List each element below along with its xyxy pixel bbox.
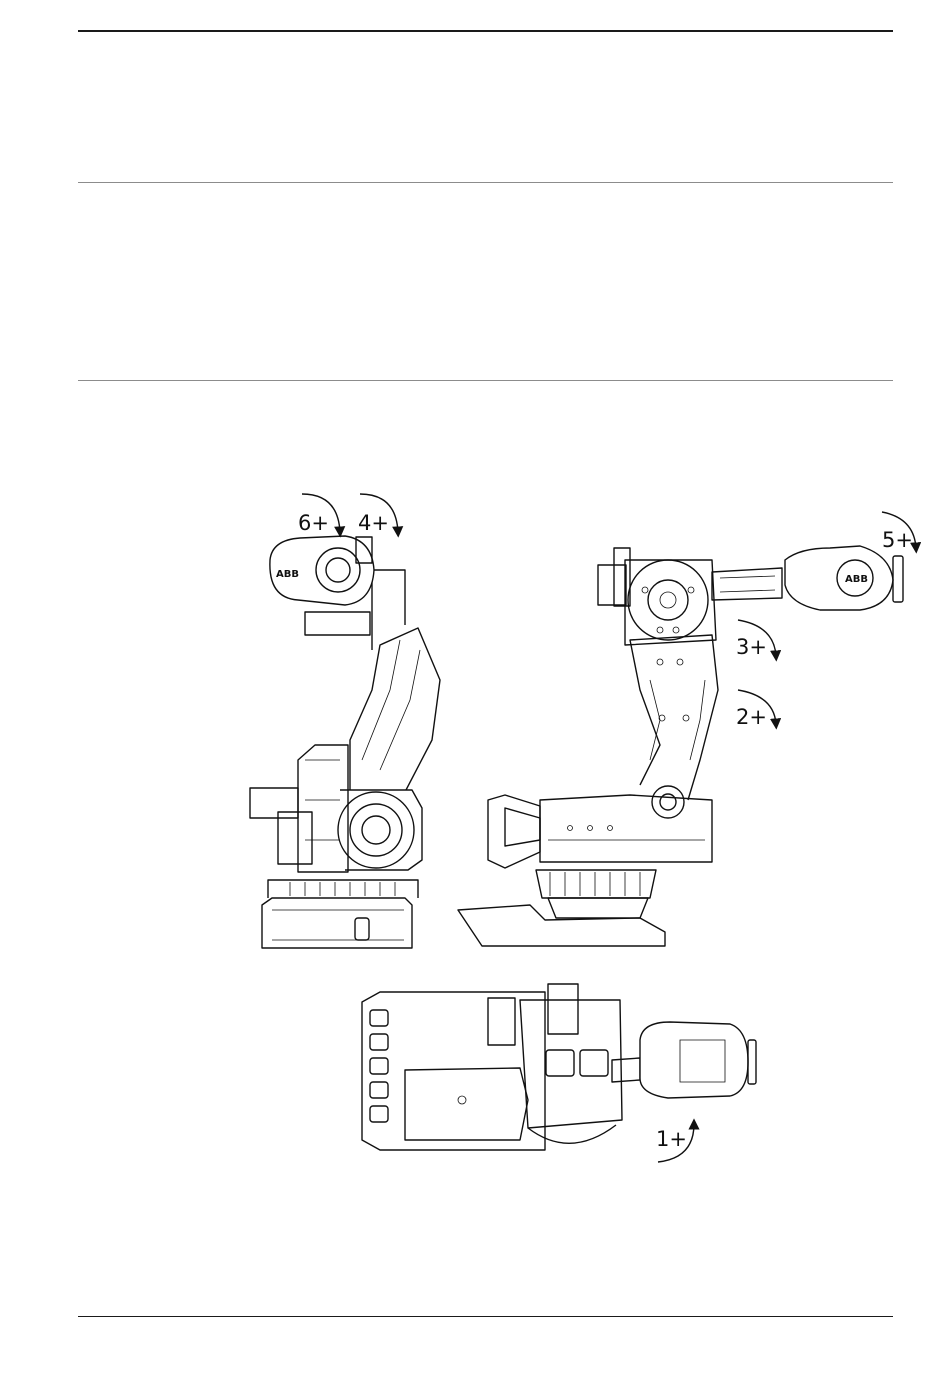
- axis1-label: 1+: [656, 1127, 687, 1151]
- axis6-label: 6+: [298, 511, 329, 535]
- side-view-logo: ABB: [845, 574, 868, 585]
- axis4-label: 4+: [358, 511, 389, 535]
- robot-top-view: [362, 984, 756, 1150]
- axis2-label: 2+: [736, 705, 767, 729]
- front-view-logo: ABB: [276, 569, 299, 580]
- robot-side-view: ABB: [458, 546, 903, 946]
- axis3-label: 3+: [736, 635, 767, 659]
- robot-front-view: ABB: [250, 536, 440, 948]
- axis5-label: 5+: [882, 528, 913, 552]
